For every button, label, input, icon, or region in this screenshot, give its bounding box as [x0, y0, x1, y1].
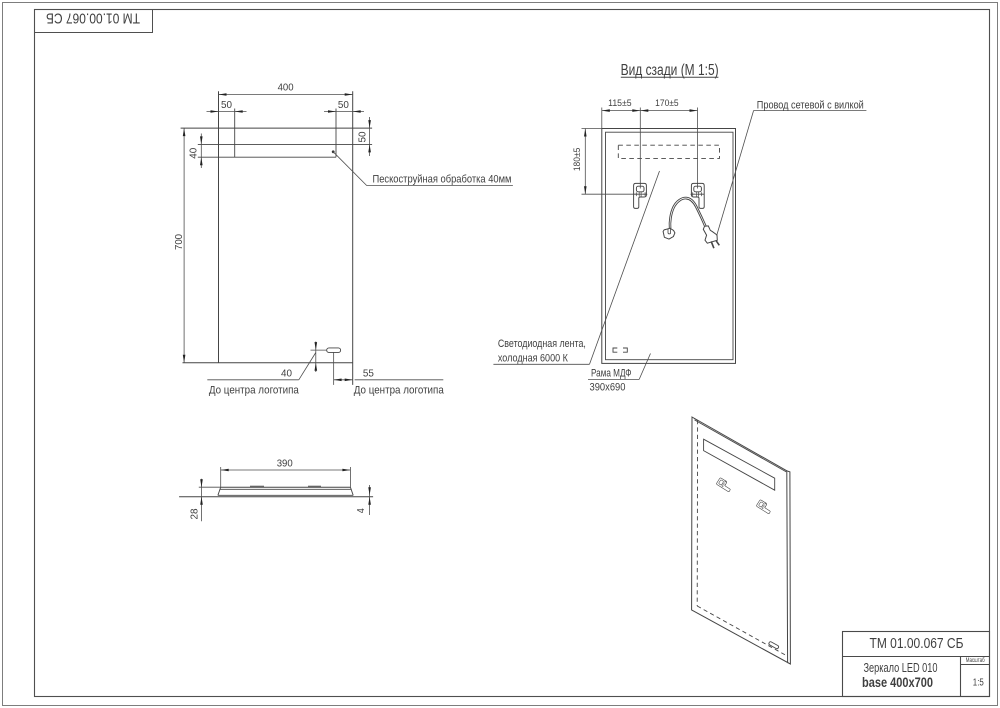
svg-text:До центра логотипа: До центра логотипа	[354, 385, 445, 397]
svg-text:55: 55	[363, 368, 374, 380]
svg-text:Провод сетевой с вилкой: Провод сетевой с вилкой	[757, 99, 864, 111]
svg-text:180±5: 180±5	[572, 148, 582, 172]
svg-text:Светодиодная лента,: Светодиодная лента,	[498, 338, 586, 350]
svg-text:Вид сзади (М 1:5): Вид сзади (М 1:5)	[621, 62, 719, 79]
svg-text:40: 40	[187, 148, 199, 159]
svg-text:1:5: 1:5	[973, 678, 984, 689]
svg-text:28: 28	[188, 508, 200, 519]
svg-text:холодная 6000 К: холодная 6000 К	[498, 353, 568, 365]
svg-text:50: 50	[221, 99, 232, 111]
svg-text:4: 4	[355, 508, 367, 513]
svg-text:40: 40	[281, 368, 292, 380]
svg-text:base 400x700: base 400x700	[862, 675, 933, 690]
svg-text:ТМ 01.00.067 СБ: ТМ 01.00.067 СБ	[46, 10, 140, 26]
svg-text:ТМ 01.00.067 СБ: ТМ 01.00.067 СБ	[870, 636, 964, 652]
svg-text:700: 700	[173, 234, 185, 250]
svg-text:Зеркало LED 010: Зеркало LED 010	[864, 661, 938, 675]
svg-text:400: 400	[278, 82, 294, 94]
svg-text:Рама МДФ: Рама МДФ	[591, 368, 632, 380]
svg-text:50: 50	[356, 131, 368, 142]
svg-text:170±5: 170±5	[655, 98, 679, 108]
svg-text:Масштаб: Масштаб	[966, 656, 985, 664]
svg-text:50: 50	[338, 99, 349, 111]
svg-text:390х690: 390х690	[590, 382, 626, 394]
svg-text:До центра логотипа: До центра логотипа	[209, 385, 300, 397]
svg-text:390: 390	[277, 457, 293, 469]
svg-text:Пескоструйная обработка 40мм: Пескоструйная обработка 40мм	[373, 173, 512, 185]
svg-text:115±5: 115±5	[608, 98, 632, 108]
